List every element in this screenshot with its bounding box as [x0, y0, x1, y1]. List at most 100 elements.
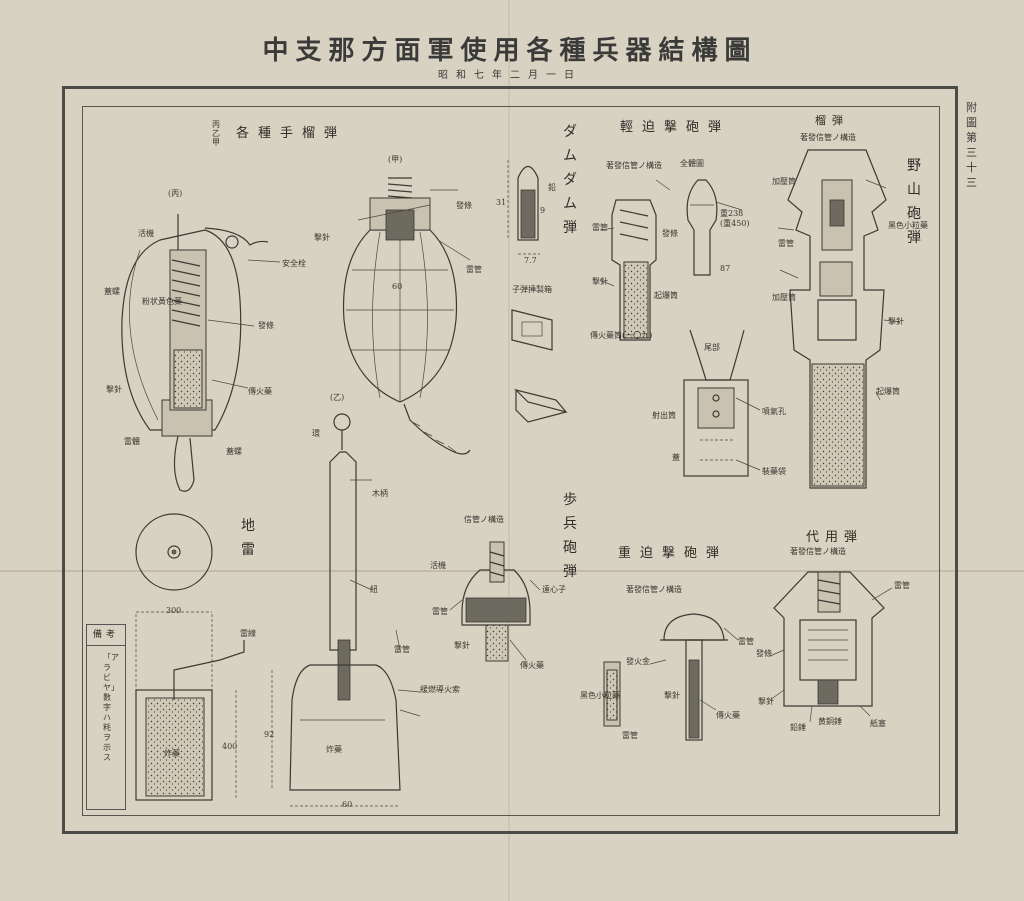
inner-frame	[82, 106, 940, 816]
infantry-gun-fuse-label: 雷管	[432, 607, 448, 616]
mountain-gun-booster2-label: 加壓筒	[772, 293, 796, 302]
grenade-c-fuse-label: 傳火藥	[248, 387, 272, 396]
infantry-gun-cap-label: 活機	[430, 561, 446, 570]
grenade-a-detonator-label: 雷管	[466, 265, 482, 274]
grenade-b-label: (乙)	[330, 393, 345, 402]
dumdum-dim-9: 9	[540, 206, 546, 215]
grenade-c-charge-label: 粉状黃色藥	[142, 297, 182, 306]
hand-grenades-title: 各種手榴弾	[236, 126, 347, 141]
grenade-a-drawing	[342, 177, 471, 455]
grenade-b-cord-label: 紐	[370, 585, 378, 594]
infantry-gun-fuse-structure: 信管ノ構造	[464, 515, 504, 524]
light-mortar-tube-label: 起爆筒	[654, 291, 678, 300]
note-header: 備考	[87, 625, 125, 646]
grenade-c-drawing	[121, 214, 269, 492]
infantry-gun-pin-label: 撃針	[454, 641, 470, 650]
grenade-a-label: (甲)	[388, 155, 403, 164]
dumdum-title: ダムダム弾	[563, 124, 577, 236]
mountain-gun-subtitle: 榴弾	[815, 114, 849, 127]
light-mortar-spring-label: 發條	[662, 229, 678, 238]
light-mortar-fuse-label: 雷管	[592, 223, 608, 232]
grenade-b-dim-92: 92	[264, 730, 275, 739]
date-line: 昭和七年二月一日	[438, 70, 582, 81]
light-mortar-nozzle-label: 噴氣孔	[762, 407, 786, 416]
grenade-a-dim: 60	[392, 282, 403, 291]
heavy-mortar-fuse-label: 雷管	[738, 637, 754, 646]
infantry-gun-title: 歩兵砲弾	[563, 492, 577, 580]
light-mortar-title: 輕迫撃砲弾	[620, 120, 731, 135]
mountain-gun-fuse-structure: 著發信管ノ構造	[800, 133, 856, 142]
light-mortar-fuse-structure: 著發信管ノ構造	[606, 161, 662, 170]
substitute-spring-label: 發條	[756, 649, 772, 658]
heavy-mortar-fuse-drawing	[603, 613, 728, 741]
landmine-dim-300: 300	[166, 606, 182, 615]
landmine-dim-400: 400	[222, 742, 238, 751]
infantry-gun-propellant-label: 傳火藥	[520, 661, 544, 670]
outer-frame	[62, 86, 958, 834]
substitute-lead-label: 鉛錘	[790, 723, 806, 732]
substitute-fuse-label: 雷管	[894, 581, 910, 590]
fold-line-vertical	[508, 0, 510, 901]
mountain-gun-booster-label: 加壓筒	[772, 177, 796, 186]
landmine-drawing	[135, 513, 245, 801]
light-mortar-bag-label: 裝藥袋	[762, 467, 786, 476]
grenade-b-ring-label: 環	[312, 429, 320, 438]
dumdum-tip-label: 鉛	[548, 183, 556, 192]
grenade-b-detonator-label: 雷管	[394, 645, 410, 654]
dumdum-box-label: 子弾挿製箱	[512, 285, 552, 294]
grenade-b-handle-label: 木柄	[372, 489, 388, 498]
grenade-c-spring-label: 發條	[258, 321, 274, 330]
heavy-mortar-fire-label: 傳火藥	[716, 711, 740, 720]
leader-lines	[207, 179, 901, 723]
note-text: 「アラビヤ」數字ハ粍ヲ示ス	[103, 653, 119, 762]
landmine-fuse-label: 雷線	[240, 629, 256, 638]
grenade-b-dim-60: 60	[342, 800, 353, 809]
mountain-gun-title: 野山砲弾	[907, 158, 921, 246]
light-mortar-weight2: (重450)	[720, 219, 750, 228]
mountain-gun-fuse-label: 雷管	[778, 239, 794, 248]
heavy-mortar-ball-label: 發火金	[626, 657, 650, 666]
grenade-c-lever-label: 活機	[138, 229, 154, 238]
mountain-gun-charge-label: 黑色小粒藥	[888, 221, 928, 230]
light-mortar-fin-label: 射出筒	[652, 411, 676, 420]
light-mortar-weight: 重238	[720, 209, 744, 218]
light-mortar-propellant-label: 傳火藥筒(一〇九)	[590, 331, 653, 340]
substitute-brass-label: 黄銅錘	[818, 717, 842, 726]
note-box: 備考 「アラビヤ」數字ハ粍ヲ示ス	[86, 624, 126, 810]
substitute-title: 代用弾	[806, 530, 864, 545]
substitute-pin-label: 撃針	[758, 697, 774, 706]
light-mortar-tail-label: 尾部	[704, 343, 720, 352]
grenade-c-safety-label: 安全栓	[282, 259, 306, 268]
page-title: 中支那方面軍使用各種兵器結構圖	[262, 36, 758, 66]
grenade-c-cover-label: 蓋螺	[226, 447, 242, 456]
landmine-title: 地雷	[241, 518, 255, 558]
grenade-c-pin-label: 撃針	[106, 385, 122, 394]
substitute-paper-label: 紙塞	[870, 719, 886, 728]
heavy-mortar-charge-label: 黑色小粒藥	[580, 691, 620, 700]
substitute-fuse-structure: 著發信管ノ構造	[790, 547, 846, 556]
grenade-a-pin-label: 撃針	[314, 233, 330, 242]
dumdum-bullet-drawing	[507, 160, 568, 423]
mountain-gun-detonator-label: 起爆筒	[876, 387, 900, 396]
figure-number: 附圖第三十三	[966, 101, 977, 189]
landmine-explosive-label: 炸藥	[164, 749, 180, 758]
grenade-c-body-label: 蓋螺	[104, 287, 120, 296]
grenade-b-drawing	[271, 413, 401, 807]
substitute-shell-drawing	[773, 571, 885, 707]
fold-line-horizontal	[0, 570, 1024, 572]
heavy-mortar-fuse-structure: 著發信管ノ構造	[626, 585, 682, 594]
heavy-mortar-title: 重迫撃砲弾	[618, 546, 729, 561]
mountain-gun-pin-label: 撃針	[888, 317, 904, 326]
light-mortar-cap-label: 蓋	[672, 453, 680, 462]
hand-grenades-side-note: 丙乙甲	[212, 120, 220, 147]
grenade-a-fuse-label: 發條	[456, 201, 472, 210]
grenade-c-cap-label: 雷體	[124, 437, 140, 446]
light-mortar-overview: 全體圖	[680, 159, 704, 168]
infantry-gun-fuse-drawing	[461, 541, 531, 662]
light-mortar-dim-87: 87	[720, 264, 731, 273]
dumdum-dim-77: 7.7	[524, 256, 537, 265]
light-mortar-fuse-drawing	[611, 179, 718, 341]
grenade-b-fuse-label: 緩燃導火索	[420, 685, 460, 694]
infantry-gun-spring-label: 遠心子	[542, 585, 566, 594]
